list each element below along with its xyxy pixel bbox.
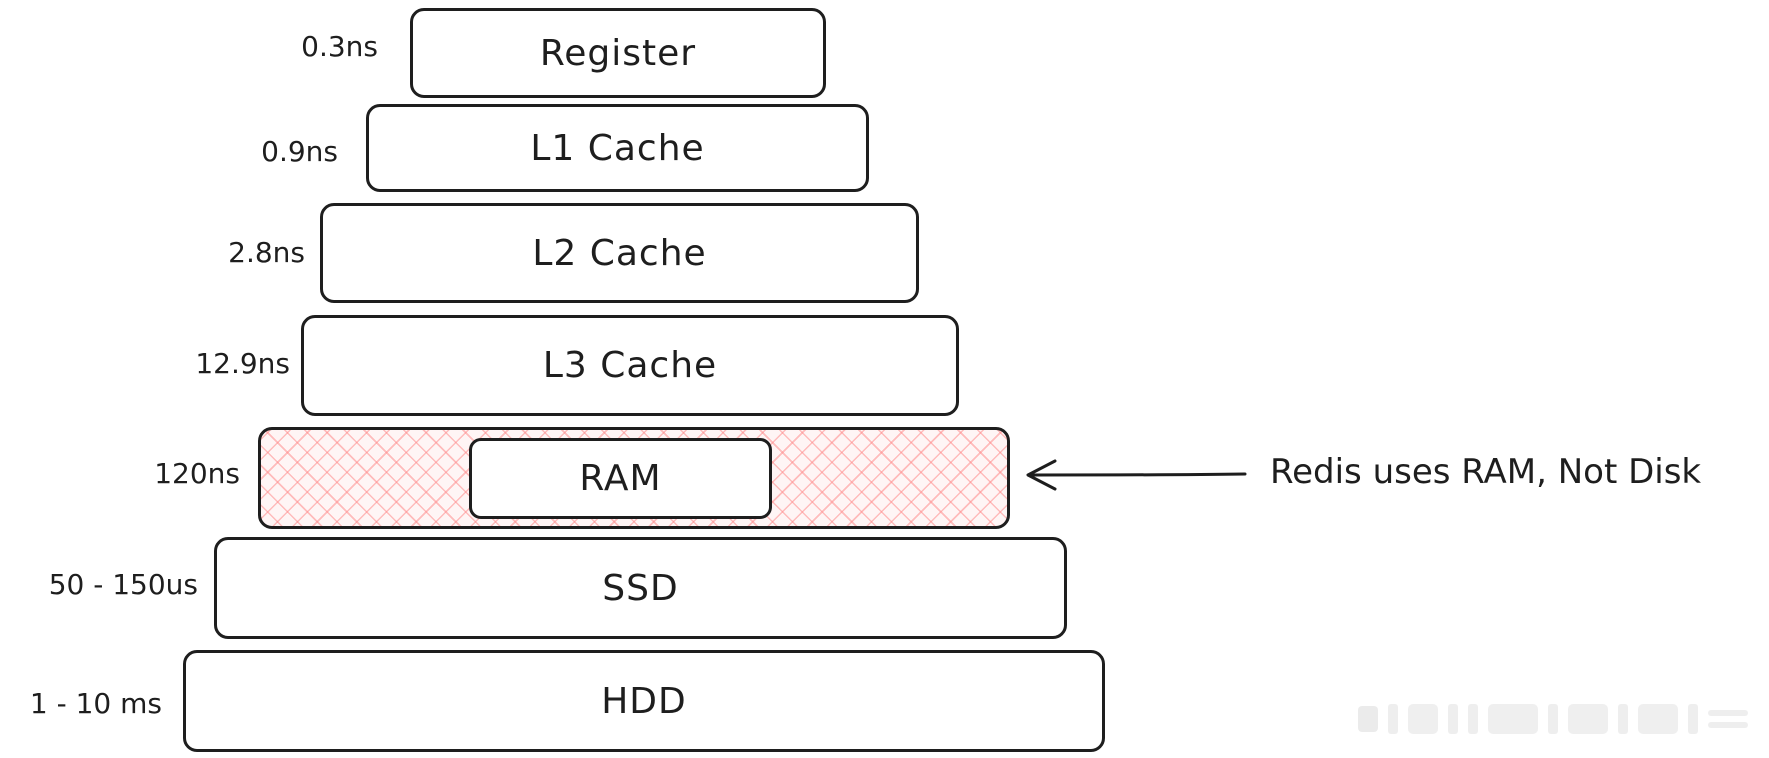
arrow-head-icon xyxy=(1026,459,1057,491)
tier-register: Register xyxy=(410,8,826,98)
tier-label-ssd: SSD xyxy=(602,567,679,609)
tier-label-register: Register xyxy=(539,32,697,74)
latency-label-register: 0.3ns xyxy=(301,30,378,63)
tier-label-ram: RAM xyxy=(579,458,662,499)
tier-l1-cache: L1 Cache xyxy=(366,104,869,192)
latency-label-l1: 0.9ns xyxy=(261,135,338,168)
ram-inner-box: RAM xyxy=(469,438,772,519)
annotation-text: Redis uses RAM, Not Disk xyxy=(1270,452,1702,492)
latency-label-ram: 120ns xyxy=(154,457,240,490)
tier-ssd: SSD xyxy=(214,537,1067,639)
tier-label-l3-cache: L3 Cache xyxy=(542,345,718,386)
tier-label-l2-cache: L2 Cache xyxy=(532,232,707,274)
latency-label-l3: 12.9ns xyxy=(195,347,290,380)
arrow-shaft xyxy=(1028,472,1247,477)
tier-l3-cache: L3 Cache xyxy=(301,315,959,416)
tier-label-hdd: HDD xyxy=(601,680,687,722)
latency-label-l2: 2.8ns xyxy=(228,236,305,269)
tier-hdd: HDD xyxy=(183,650,1105,752)
latency-label-ssd: 50 - 150us xyxy=(48,568,198,601)
watermark-logo xyxy=(1358,704,1748,734)
latency-label-hdd: 1 - 10 ms xyxy=(29,687,162,720)
tier-label-l1-cache: L1 Cache xyxy=(530,127,705,169)
tier-l2-cache: L2 Cache xyxy=(320,203,919,303)
